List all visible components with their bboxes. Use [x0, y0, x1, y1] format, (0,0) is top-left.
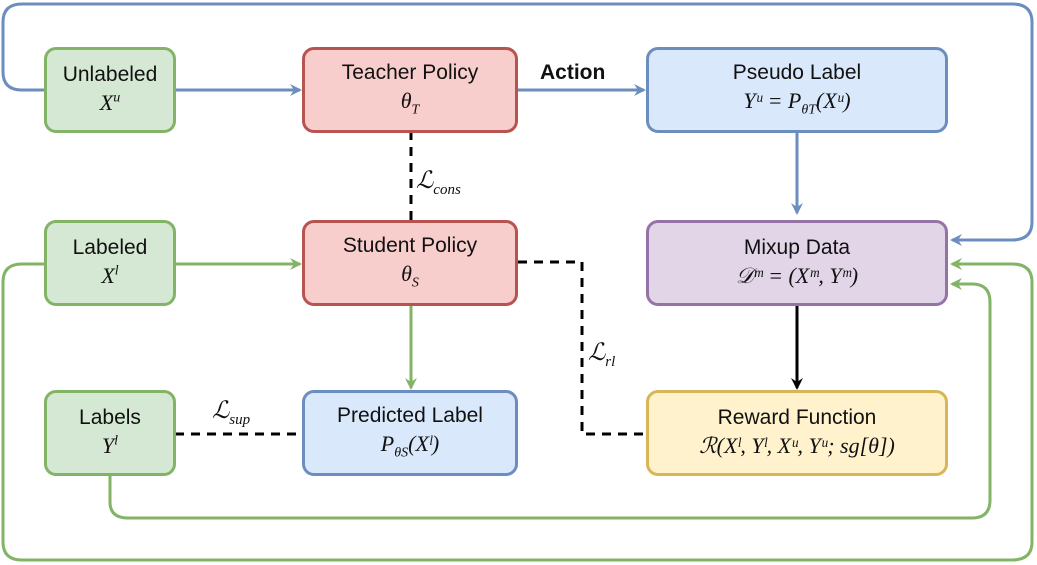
- node-predicted-label: Predicted Label PθS(Xˡ): [302, 390, 518, 476]
- node-mixup-title: Mixup Data: [743, 235, 851, 259]
- node-reward-function: Reward Function ℛ(Xˡ, Yˡ, Xᵘ, Yᵘ; sg[θ]): [646, 390, 948, 476]
- node-labels-title: Labels: [79, 405, 141, 429]
- node-predicted-title: Predicted Label: [337, 403, 483, 427]
- node-pseudo-label: Pseudo Label Yᵘ = PθT(Xᵘ): [646, 47, 948, 133]
- node-pseudo-math: Yᵘ = PθT(Xᵘ): [743, 87, 851, 118]
- node-mixup-math: 𝒟ᵐ = (Xᵐ, Yᵐ): [735, 262, 859, 288]
- node-labeled-math: Xl: [101, 262, 119, 288]
- node-teacher-title: Teacher Policy: [341, 60, 479, 84]
- node-unlabeled-math: Xu: [99, 89, 121, 115]
- edge-labels-to-mixup: [108, 278, 992, 520]
- label-action: Action: [540, 61, 606, 84]
- node-labels: Labels Yl: [44, 390, 176, 476]
- node-labeled-title: Labeled: [72, 235, 148, 259]
- node-reward-math: ℛ(Xˡ, Yˡ, Xᵘ, Yᵘ; sg[θ]): [699, 432, 895, 458]
- node-labeled: Labeled Xl: [44, 220, 176, 306]
- node-student-policy: Student Policy θS: [302, 220, 518, 306]
- edge-unlabeled-to-mixup: [1, 2, 1034, 246]
- node-unlabeled-title: Unlabeled: [62, 62, 158, 86]
- node-mixup-data: Mixup Data 𝒟ᵐ = (Xᵐ, Yᵐ): [646, 220, 948, 306]
- node-unlabeled: Unlabeled Xu: [44, 47, 176, 133]
- edge-rl-loss: [518, 260, 644, 436]
- label-l-sup: ℒsup: [212, 398, 251, 428]
- label-l-rl: ℒrl: [588, 340, 616, 370]
- node-student-title: Student Policy: [342, 233, 478, 257]
- node-teacher-policy: Teacher Policy θT: [302, 47, 518, 133]
- node-predicted-math: PθS(Xˡ): [380, 430, 440, 461]
- node-labels-math: Yl: [101, 432, 119, 458]
- node-teacher-math: θT: [400, 87, 420, 118]
- edge-labeled-to-mixup: [1, 258, 1034, 562]
- node-student-math: θS: [401, 260, 419, 291]
- node-pseudo-title: Pseudo Label: [732, 60, 862, 84]
- node-reward-title: Reward Function: [717, 405, 877, 429]
- label-l-cons: ℒcons: [416, 168, 461, 198]
